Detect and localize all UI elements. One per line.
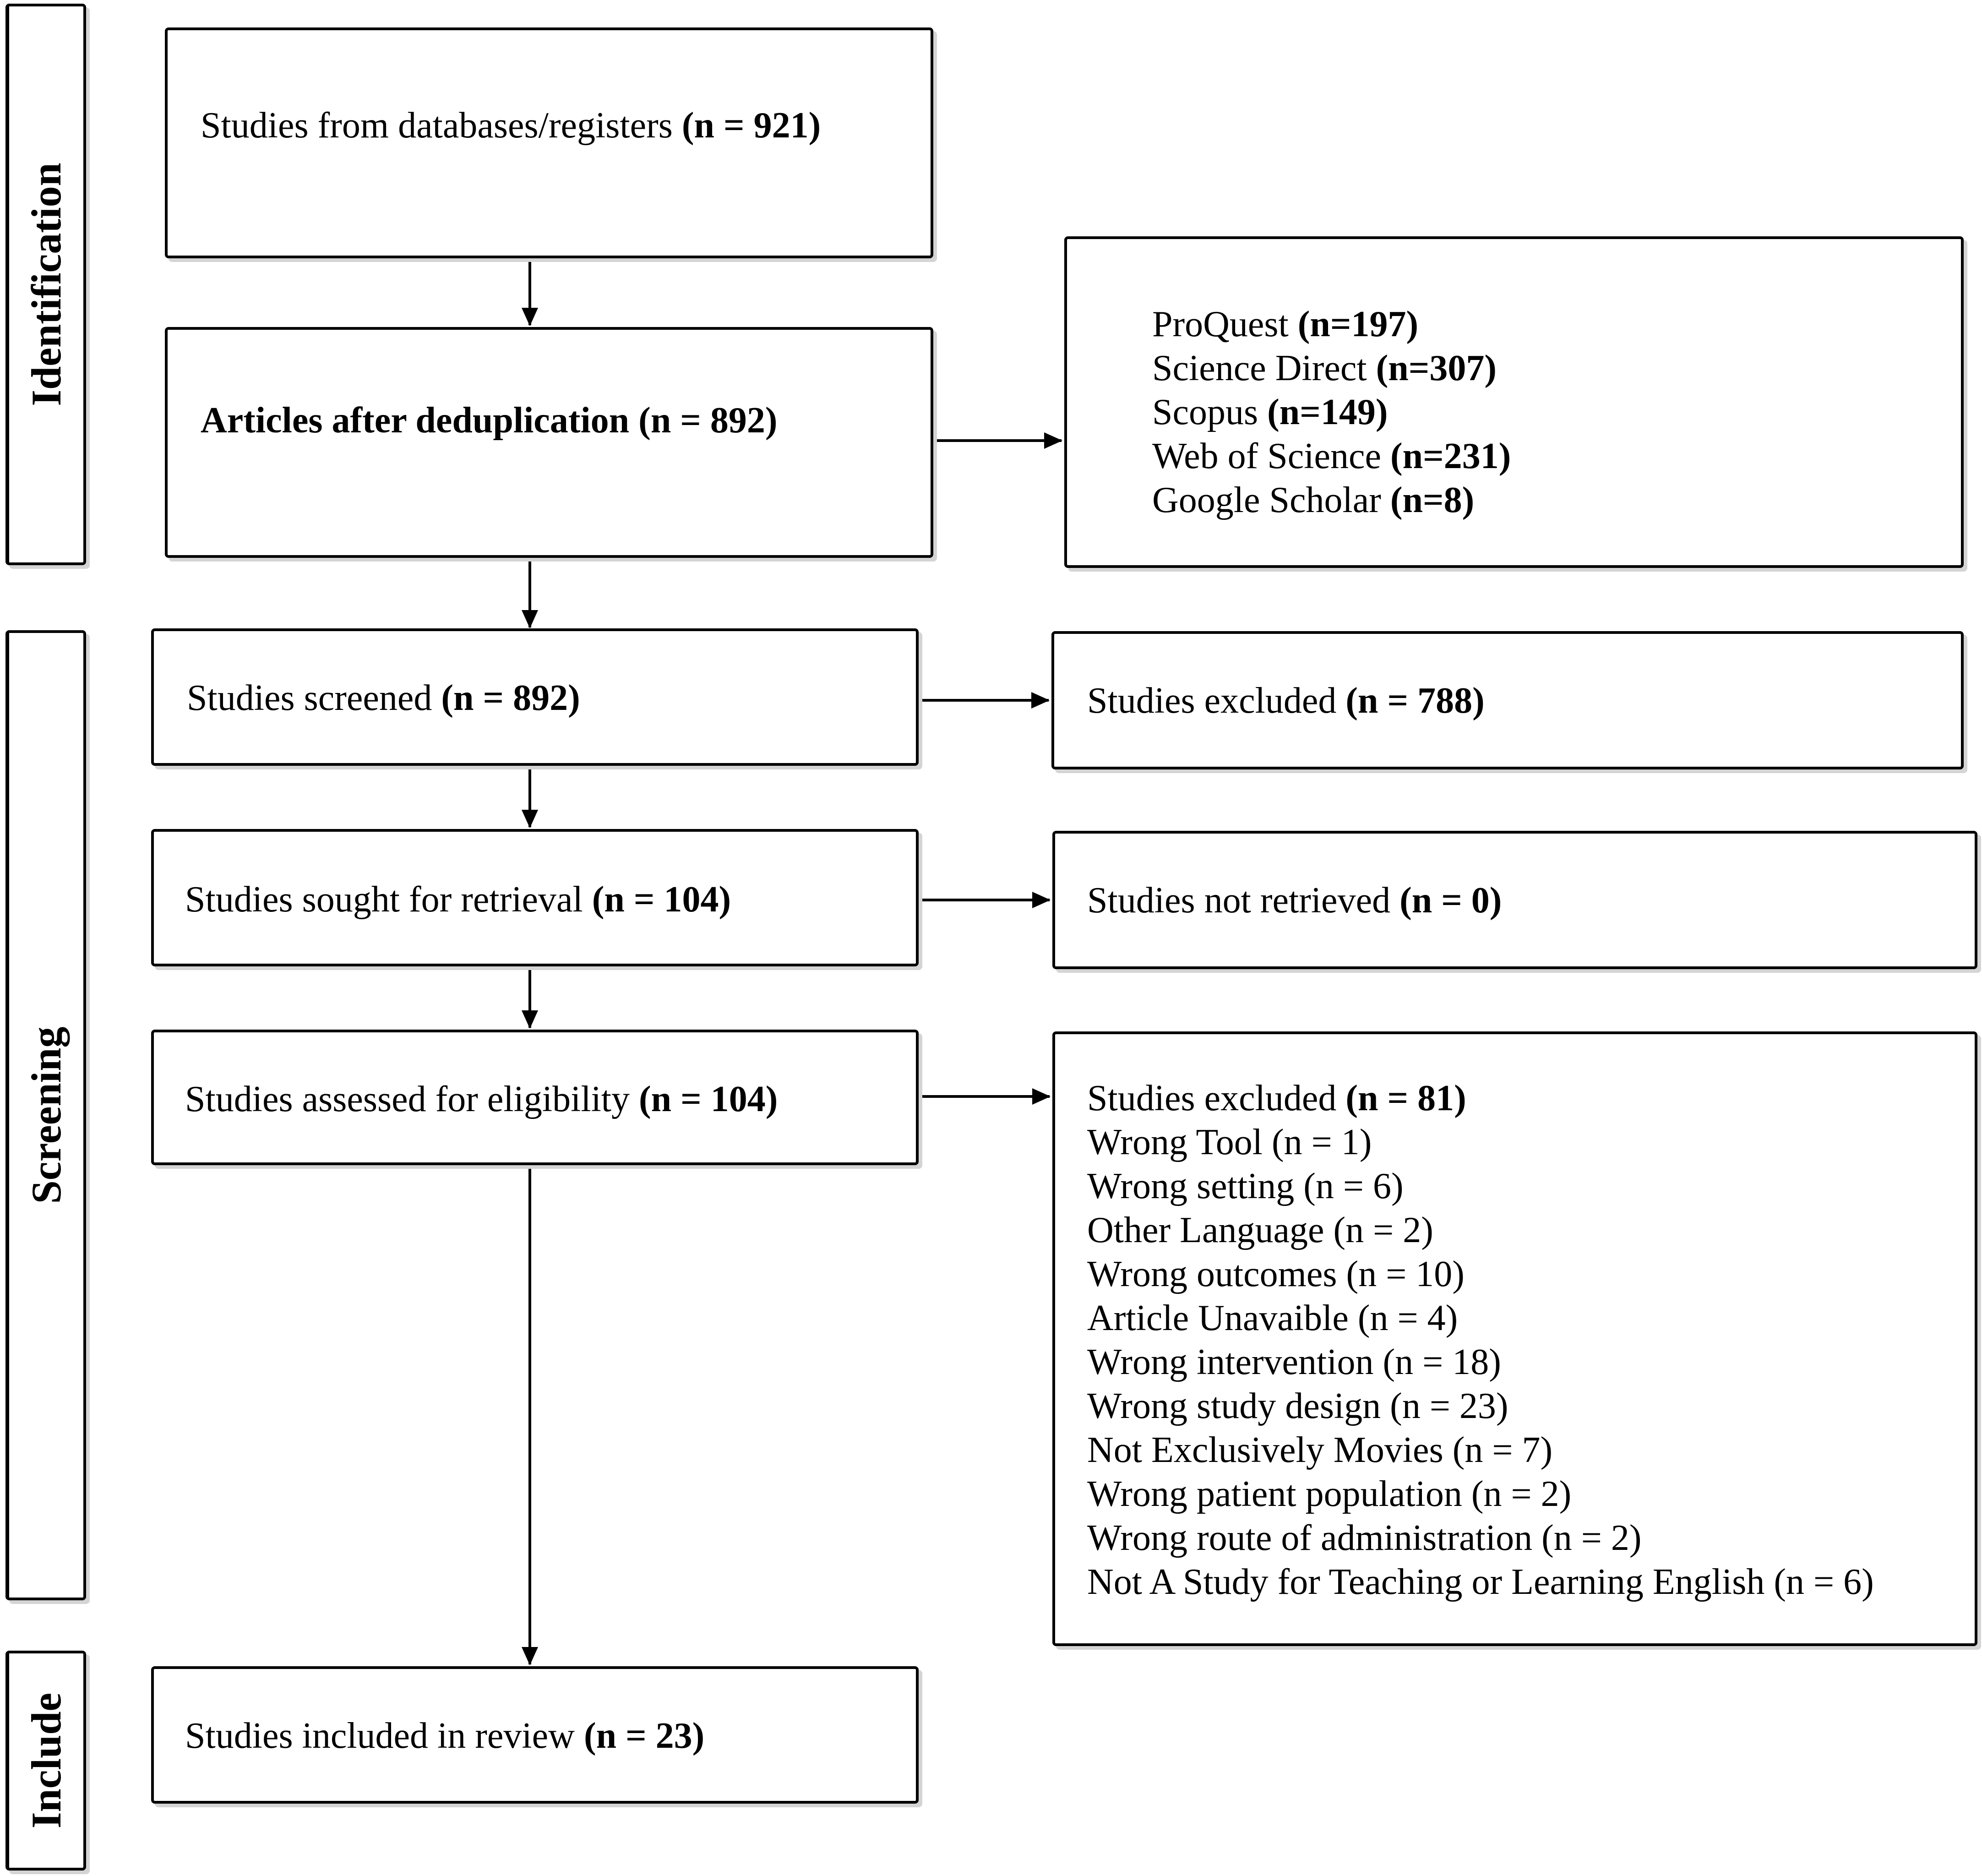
exclusion-reason: Wrong intervention (n = 18) bbox=[1087, 1342, 1501, 1382]
exclusion-reason: Not A Study for Teaching or Learning Eng… bbox=[1087, 1562, 1874, 1602]
not-retrieved-count: (n = 0) bbox=[1399, 880, 1502, 921]
arrowhead-9 bbox=[1032, 1088, 1051, 1105]
included-count: (n = 23) bbox=[583, 1716, 705, 1756]
screen-excluded-count: (n = 788) bbox=[1345, 681, 1485, 721]
arrowhead-5 bbox=[522, 1647, 538, 1665]
arrowhead-3 bbox=[522, 810, 538, 828]
retrieval-label: Studies sought for retrieval bbox=[185, 879, 583, 920]
elig-excluded-heading: Studies excluded (n = 81) bbox=[1087, 1078, 1466, 1118]
records-count: (n = 921) bbox=[681, 105, 821, 146]
retrieval-count: (n = 104) bbox=[592, 879, 731, 920]
box-included-in-review: Studies included in review (n = 23) bbox=[151, 1666, 919, 1804]
sources-list: ProQuest (n=197) Science Direct (n=307) … bbox=[1152, 302, 1511, 522]
box-eligibility-excluded: Studies excluded (n = 81) Wrong Tool (n … bbox=[1052, 1031, 1977, 1646]
screen-excluded-label: Studies excluded bbox=[1087, 681, 1337, 721]
exclusion-reason: Article Unavaible (n = 4) bbox=[1087, 1298, 1458, 1338]
eligibility-count: (n = 104) bbox=[639, 1079, 778, 1119]
dedup-count: (n = 892) bbox=[638, 400, 778, 441]
not-retrieved-label: Studies not retrieved bbox=[1087, 880, 1391, 921]
screened-count: (n = 892) bbox=[441, 678, 580, 718]
dedup-label: Articles after deduplication bbox=[201, 400, 630, 441]
arrowhead-2 bbox=[522, 610, 538, 628]
exclusion-reason: Other Language (n = 2) bbox=[1087, 1210, 1433, 1250]
exclusion-reason: Not Exclusively Movies (n = 7) bbox=[1087, 1430, 1553, 1470]
box-assessed-for-eligibility: Studies assessed for eligibility (n = 10… bbox=[151, 1030, 919, 1165]
source-item: Scopus (n=149) bbox=[1152, 392, 1388, 432]
box-sought-for-retrieval: Studies sought for retrieval (n = 104) bbox=[151, 829, 919, 966]
eligibility-label: Studies assessed for eligibility bbox=[185, 1079, 630, 1119]
screened-text: Studies screened (n = 892) bbox=[187, 676, 580, 720]
records-text: Studies from databases/registers (n = 92… bbox=[201, 104, 821, 147]
box-records-identified: Studies from databases/registers (n = 92… bbox=[165, 27, 933, 258]
screen-excluded-text: Studies excluded (n = 788) bbox=[1087, 679, 1485, 723]
exclusion-reason: Wrong outcomes (n = 10) bbox=[1087, 1254, 1465, 1294]
retrieval-text: Studies sought for retrieval (n = 104) bbox=[185, 878, 731, 922]
included-label: Studies included in review bbox=[185, 1716, 575, 1756]
phase-screening: Screening bbox=[5, 630, 86, 1600]
box-studies-screened: Studies screened (n = 892) bbox=[151, 628, 919, 766]
eligibility-text: Studies assessed for eligibility (n = 10… bbox=[185, 1077, 778, 1121]
box-database-sources: ProQuest (n=197) Science Direct (n=307) … bbox=[1064, 236, 1964, 568]
phase-identification: Identification bbox=[5, 4, 86, 565]
arrowhead-8 bbox=[1032, 892, 1051, 908]
exclusion-reason: Wrong Tool (n = 1) bbox=[1087, 1122, 1372, 1162]
box-not-retrieved: Studies not retrieved (n = 0) bbox=[1052, 831, 1977, 969]
source-item: Google Scholar (n=8) bbox=[1152, 480, 1475, 520]
not-retrieved-text: Studies not retrieved (n = 0) bbox=[1087, 878, 1502, 922]
exclusion-reason: Wrong route of administration (n = 2) bbox=[1087, 1518, 1642, 1558]
arrowhead-1 bbox=[522, 308, 538, 326]
arrowhead-6 bbox=[1044, 432, 1062, 449]
source-item: Web of Science (n=231) bbox=[1152, 436, 1511, 476]
source-item: Science Direct (n=307) bbox=[1152, 348, 1497, 388]
box-screen-excluded: Studies excluded (n = 788) bbox=[1051, 631, 1964, 769]
box-after-deduplication: Articles after deduplication (n = 892) bbox=[165, 327, 933, 558]
exclusion-reason: Wrong study design (n = 23) bbox=[1087, 1386, 1508, 1426]
arrowhead-4 bbox=[522, 1010, 538, 1029]
records-label: Studies from databases/registers bbox=[201, 105, 673, 146]
included-text: Studies included in review (n = 23) bbox=[185, 1714, 704, 1758]
elig-excluded-list: Studies excluded (n = 81) Wrong Tool (n … bbox=[1087, 1076, 1874, 1604]
arrowhead-7 bbox=[1031, 692, 1050, 709]
dedup-text: Articles after deduplication (n = 892) bbox=[201, 398, 778, 442]
source-item: ProQuest (n=197) bbox=[1152, 304, 1419, 344]
phase-include: Include bbox=[5, 1651, 86, 1871]
exclusion-reason: Wrong patient population (n = 2) bbox=[1087, 1474, 1572, 1514]
screened-label: Studies screened bbox=[187, 678, 432, 718]
exclusion-reason: Wrong setting (n = 6) bbox=[1087, 1166, 1404, 1206]
